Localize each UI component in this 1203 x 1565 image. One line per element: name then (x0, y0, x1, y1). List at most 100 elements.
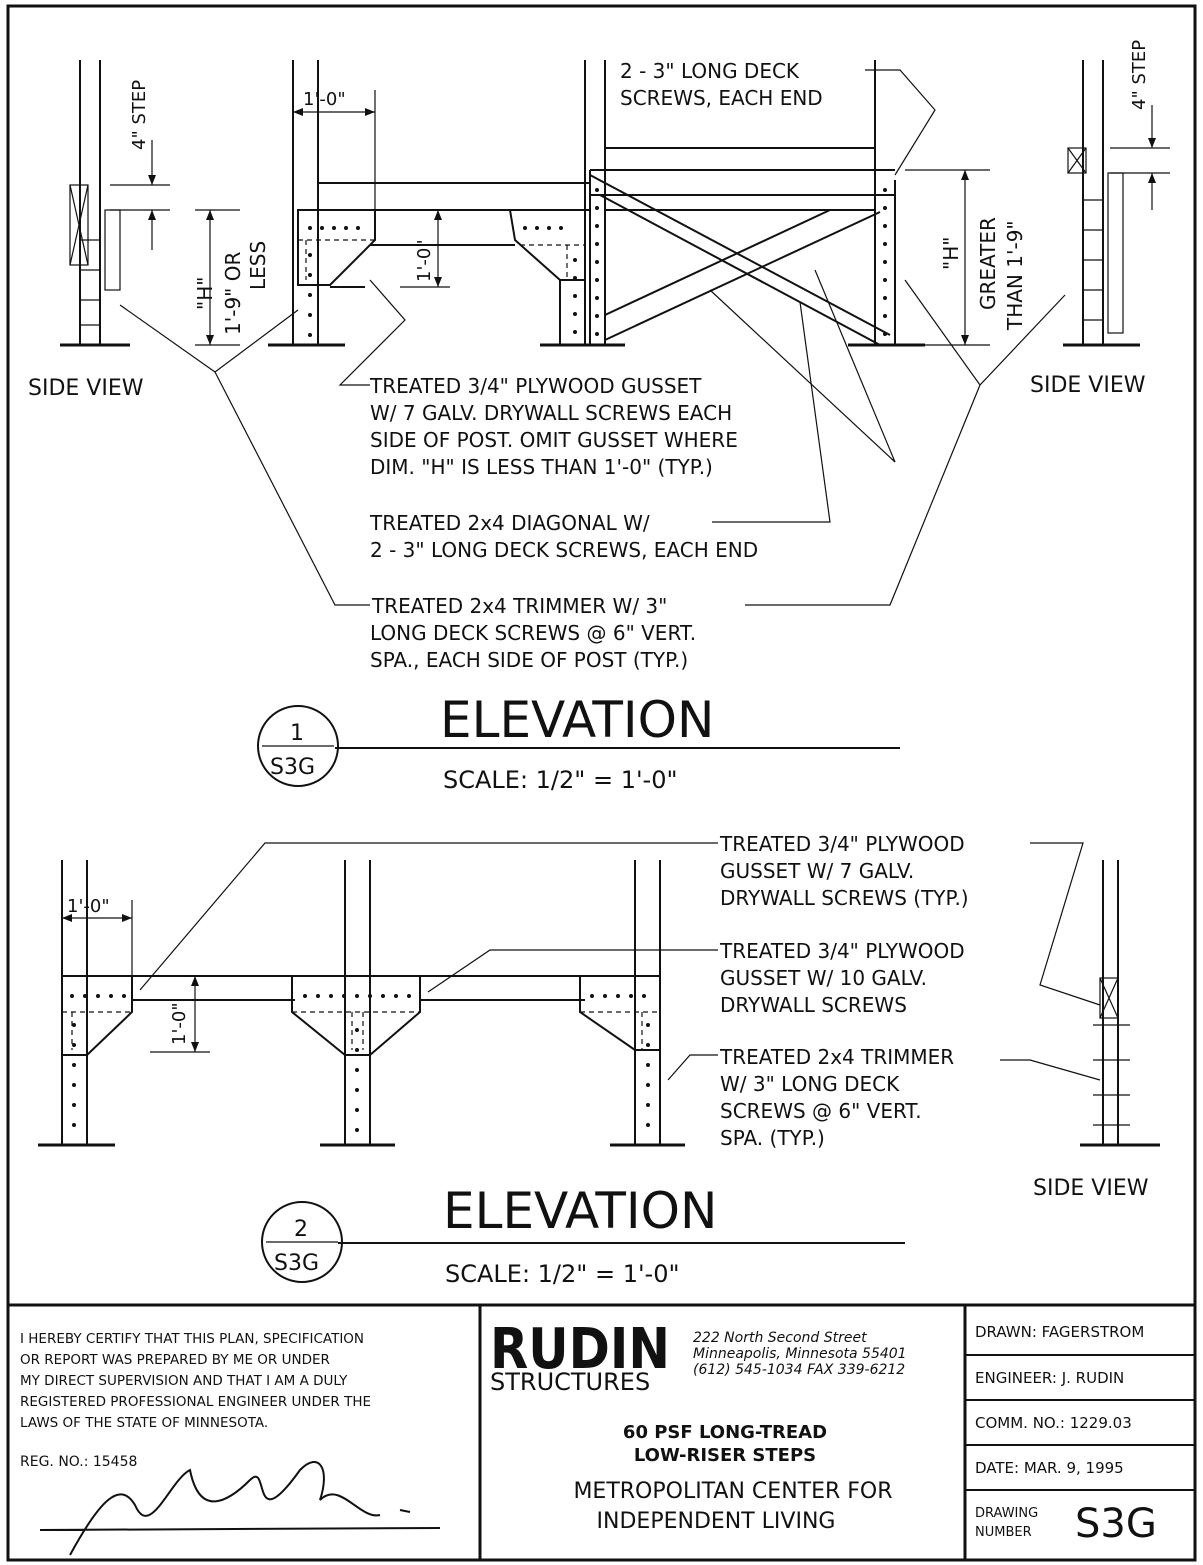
fastener-dot (883, 260, 887, 264)
note-diagonal-line2: 2 - 3" LONG DECK SCREWS, EACH END (370, 538, 758, 562)
note2-gusset7-line2: GUSSET W/ 7 GALV. (720, 859, 914, 883)
elevation-1-scale: SCALE: 1/2" = 1'-0" (443, 766, 678, 794)
fastener-dot (883, 278, 887, 282)
fastener-dot (122, 994, 126, 998)
fastener-dot (356, 226, 360, 230)
fastener-dot (559, 226, 563, 230)
address-line1: 222 North Second Street (693, 1330, 867, 1346)
comm-no: COMM. NO.: 1229.03 (975, 1414, 1132, 1432)
bubble-2-number: 2 (294, 1217, 308, 1242)
elevation-1-labels: SIDE VIEW SIDE VIEW 4" STEP 4" STEP 1'-0… (28, 40, 1150, 794)
fastener-dot (595, 224, 599, 228)
client-line1: METROPOLITAN CENTER FOR (573, 1479, 892, 1504)
fastener-dot (523, 226, 527, 230)
note2-gusset10-line2: GUSSET W/ 10 GALV. (720, 966, 927, 990)
reg-no: REG. NO.: 15458 (20, 1454, 137, 1470)
note2-trimmer-line4: SPA. (TYP.) (720, 1126, 825, 1150)
fastener-dot (646, 1063, 650, 1067)
fastener-dot (573, 258, 577, 262)
dim-h-greater-line1: GREATER (976, 217, 1000, 310)
fastener-dot (573, 294, 577, 298)
dim-h-less-line2: LESS (246, 241, 270, 290)
drawing-number: S3G (1075, 1501, 1157, 1547)
fastener-dot (883, 314, 887, 318)
project-title-line1: 60 PSF LONG-TREAD (623, 1422, 827, 1443)
fastener-dot (646, 1083, 650, 1087)
step-right-label: 4" STEP (1129, 40, 1150, 110)
cert-line1: I HEREBY CERTIFY THAT THIS PLAN, SPECIFI… (20, 1331, 364, 1347)
fastener-dot (394, 994, 398, 998)
fastener-dot (70, 994, 74, 998)
fastener-dot (308, 293, 312, 297)
cert-line5: LAWS OF THE STATE OF MINNESOTA. (20, 1415, 268, 1431)
note-deck-screws-line1: 2 - 3" LONG DECK (620, 59, 800, 83)
fastener-dot (590, 994, 594, 998)
fastener-dot (646, 1043, 650, 1047)
elevation-2-drawing (38, 842, 1160, 1147)
fastener-dot (883, 242, 887, 246)
note-deck-screws-line2: SCREWS, EACH END (620, 86, 823, 110)
note-trimmer-line3: SPA., EACH SIDE OF POST (TYP.) (370, 648, 688, 672)
note-trimmer-line2: LONG DECK SCREWS @ 6" VERT. (370, 621, 696, 645)
fastener-dot (595, 332, 599, 336)
fastener-dot (308, 333, 312, 337)
fastener-dot (83, 994, 87, 998)
dim-1ft-top: 1'-0" (303, 89, 346, 110)
side-view-left-label: SIDE VIEW (28, 376, 144, 401)
bubble-1-sheet: S3G (270, 755, 315, 780)
note2-trimmer-line2: W/ 3" LONG DECK (720, 1072, 900, 1096)
fastener-dot (595, 296, 599, 300)
fastener-dot (72, 1043, 76, 1047)
note-gusset-line4: DIM. "H" IS LESS THAN 1'-0" (TYP.) (370, 455, 713, 479)
note-gusset-line2: W/ 7 GALV. DRYWALL SCREWS EACH (370, 401, 732, 425)
elevation-2-scale: SCALE: 1/2" = 1'-0" (445, 1260, 680, 1288)
cert-line3: MY DIRECT SUPERVISION AND THAT I AM A DU… (20, 1373, 348, 1389)
fastener-dot (629, 994, 633, 998)
fastener-dot (595, 278, 599, 282)
dim2-1ft-vertical: 1'-0" (169, 1002, 190, 1045)
address-line2: Minneapolis, Minnesota 55401 (693, 1346, 907, 1362)
note2-gusset10-line1: TREATED 3/4" PLYWOOD (719, 939, 965, 963)
fastener-dot (883, 332, 887, 336)
title-block: I HEREBY CERTIFY THAT THIS PLAN, SPECIFI… (8, 1303, 1195, 1560)
company-logo: RUDIN (490, 1317, 670, 1382)
side-view-left-detail (60, 60, 170, 347)
elevation-2-title: ELEVATION (443, 1182, 717, 1240)
fastener-dot (72, 1083, 76, 1087)
note2-gusset10-line3: DRYWALL SCREWS (720, 993, 907, 1017)
fastener-dot (595, 314, 599, 318)
cert-line2: OR REPORT WAS PREPARED BY ME OR UNDER (20, 1352, 330, 1368)
elevation-1-drawing (60, 60, 1170, 606)
fastener-dot (344, 226, 348, 230)
fastener-dot (308, 226, 312, 230)
fastener-dot (407, 994, 411, 998)
fastener-dot (342, 994, 346, 998)
dim-h-left: "H" (193, 277, 217, 310)
note2-gusset7-line1: TREATED 3/4" PLYWOOD (719, 832, 965, 856)
fastener-dot (308, 273, 312, 277)
fastener-dot (595, 188, 599, 192)
date: DATE: MAR. 9, 1995 (975, 1459, 1124, 1477)
step-left-label: 4" STEP (129, 80, 150, 150)
fastener-dot (646, 1023, 650, 1027)
side-view-right-detail (1063, 60, 1170, 347)
fastener-dot (72, 1123, 76, 1127)
dim-1ft-vertical: 1'-0" (414, 239, 435, 282)
fastener-dot (573, 276, 577, 280)
fastener-dot (573, 330, 577, 334)
engineer-name: ENGINEER: J. RUDIN (975, 1369, 1124, 1387)
elevation-1-title: ELEVATION (440, 691, 714, 749)
fastener-dot (72, 1023, 76, 1027)
cert-line4: REGISTERED PROFESSIONAL ENGINEER UNDER T… (20, 1394, 371, 1410)
fastener-dot (308, 313, 312, 317)
fastener-dot (355, 994, 359, 998)
fastener-dot (595, 206, 599, 210)
fastener-dot (355, 1128, 359, 1132)
fastener-dot (329, 994, 333, 998)
client-line2: INDEPENDENT LIVING (597, 1509, 836, 1534)
note2-gusset7-line3: DRYWALL SCREWS (TYP.) (720, 886, 969, 910)
fastener-dot (381, 994, 385, 998)
fastener-dots (70, 188, 887, 1132)
note-trimmer-line1: TREATED 2x4 TRIMMER W/ 3" (371, 594, 667, 618)
